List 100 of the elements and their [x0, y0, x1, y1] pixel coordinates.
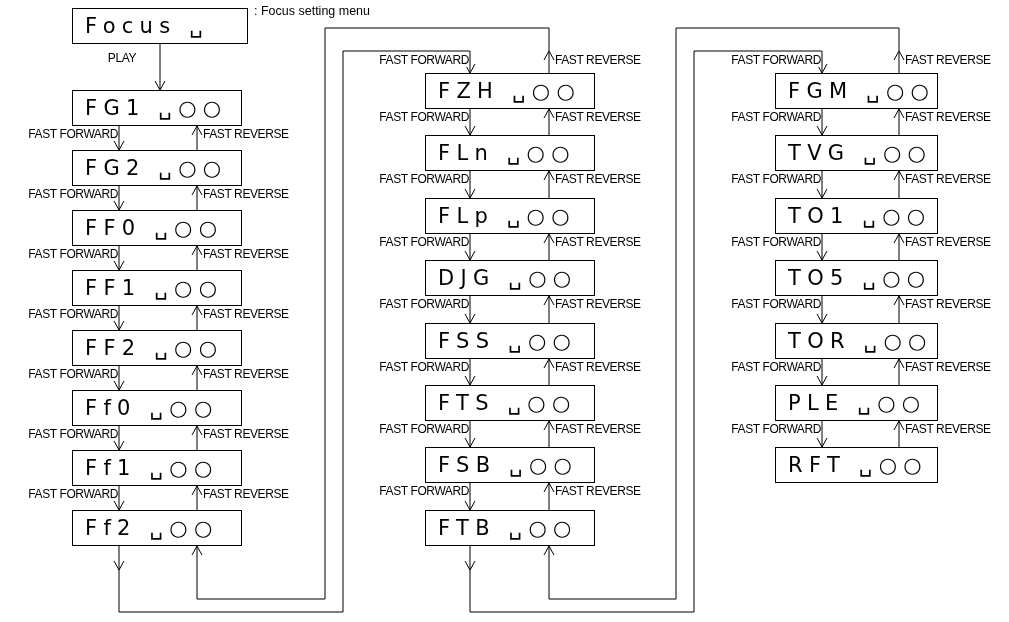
display-text: FLp ␣○○ [438, 204, 576, 228]
display-text: Ff2 ␣○○ [85, 516, 219, 540]
arrow [893, 108, 905, 136]
edge-label: FAST REVERSE [555, 485, 641, 498]
arrow [464, 233, 476, 261]
arrow [113, 365, 125, 391]
arrow [893, 358, 905, 386]
menu-box [425, 260, 595, 296]
display-text: FSS ␣○○ [438, 329, 578, 353]
edge-label: FAST FORWARD [731, 423, 821, 436]
arrow [543, 482, 555, 511]
edge-label: FAST FORWARD [28, 368, 118, 381]
arrow [191, 425, 203, 451]
arrow [113, 245, 125, 271]
arrow [816, 170, 828, 199]
display-text: FTB ␣○○ [438, 516, 578, 540]
edge-label: FAST REVERSE [203, 188, 289, 201]
display-text: TO5 ␣○○ [788, 266, 932, 290]
arrow [543, 295, 555, 324]
arrow [113, 305, 125, 331]
display-text: TOR ␣○○ [788, 329, 933, 353]
edge-label: FAST FORWARD [379, 423, 469, 436]
display-text: TVG ␣○○ [788, 141, 933, 165]
edge-label: FAST REVERSE [203, 428, 289, 441]
menu-box [72, 8, 248, 44]
display-text: TO1 ␣○○ [788, 204, 932, 228]
edge-label: FAST REVERSE [905, 361, 991, 374]
display-text: Ff1 ␣○○ [85, 456, 219, 480]
edge-label: FAST REVERSE [555, 54, 641, 67]
edge-label: FAST FORWARD [28, 188, 118, 201]
edge-label: FAST FORWARD [731, 173, 821, 186]
arrow [893, 170, 905, 199]
display-text: PLE ␣○○ [788, 391, 927, 415]
edge-label: FAST REVERSE [555, 361, 641, 374]
menu-box [72, 150, 242, 186]
edge-label: FAST REVERSE [905, 423, 991, 436]
display-text: DJG ␣○○ [438, 266, 578, 290]
edge-label: FAST FORWARD [379, 485, 469, 498]
arrow [543, 170, 555, 199]
arrow [543, 420, 555, 448]
arrow [816, 295, 828, 324]
arrow [543, 233, 555, 261]
arrow [191, 365, 203, 391]
edge-label: FAST FORWARD [731, 361, 821, 374]
arrow [464, 108, 476, 136]
arrow [191, 185, 203, 211]
menu-box [72, 270, 242, 306]
arrow [191, 485, 203, 511]
arrow [543, 108, 555, 136]
menu-box [72, 390, 242, 426]
arrow [543, 27, 905, 600]
edge-label: FAST REVERSE [555, 111, 641, 124]
arrow [191, 27, 555, 600]
menu-box [72, 510, 242, 546]
menu-box [775, 385, 938, 421]
arrow [191, 305, 203, 331]
arrow [113, 185, 125, 211]
arrow [816, 420, 828, 448]
edge-label: FAST FORWARD [28, 428, 118, 441]
edge-label: FAST FORWARD [379, 111, 469, 124]
edge-label: FAST REVERSE [905, 54, 991, 67]
arrow [816, 358, 828, 386]
edge-label: FAST FORWARD [28, 308, 118, 321]
edge-label: FAST REVERSE [203, 128, 289, 141]
arrow [464, 482, 476, 511]
display-text: RFT ␣○○ [788, 453, 928, 477]
edge-label: FAST FORWARD [379, 173, 469, 186]
menu-box [775, 73, 938, 109]
arrow [113, 425, 125, 451]
edge-label: FAST REVERSE [203, 488, 289, 501]
edge-label: FAST REVERSE [555, 173, 641, 186]
display-text: FF1 ␣○○ [85, 276, 224, 300]
edge-label: FAST REVERSE [905, 111, 991, 124]
arrow [816, 108, 828, 136]
arrow [154, 43, 166, 91]
arrow [191, 125, 203, 151]
menu-caption: : Focus setting menu [254, 4, 371, 18]
menu-box [775, 260, 938, 296]
display-text: FG2 ␣○○ [85, 156, 228, 180]
display-text: FLn ␣○○ [438, 141, 576, 165]
edge-label: PLAY [107, 52, 136, 65]
arrow [464, 295, 476, 324]
edge-label: FAST REVERSE [905, 298, 991, 311]
edge-label: FAST REVERSE [203, 308, 289, 321]
menu-box [425, 323, 595, 359]
edge-label: FAST REVERSE [555, 298, 641, 311]
edge-label: FAST FORWARD [379, 54, 469, 67]
edge-label: FAST FORWARD [731, 236, 821, 249]
menu-box [425, 73, 595, 109]
display-text: Focus ␣ [85, 14, 210, 38]
menu-box [775, 135, 938, 171]
display-text: FZH ␣○○ [438, 79, 581, 103]
edge-label: FAST FORWARD [379, 361, 469, 374]
display-text: FTS ␣○○ [438, 391, 577, 415]
arrow [816, 233, 828, 261]
arrow [113, 50, 476, 613]
menu-box [425, 198, 595, 234]
edge-label: FAST FORWARD [28, 248, 118, 261]
arrow [893, 420, 905, 448]
menu-box [425, 447, 595, 483]
